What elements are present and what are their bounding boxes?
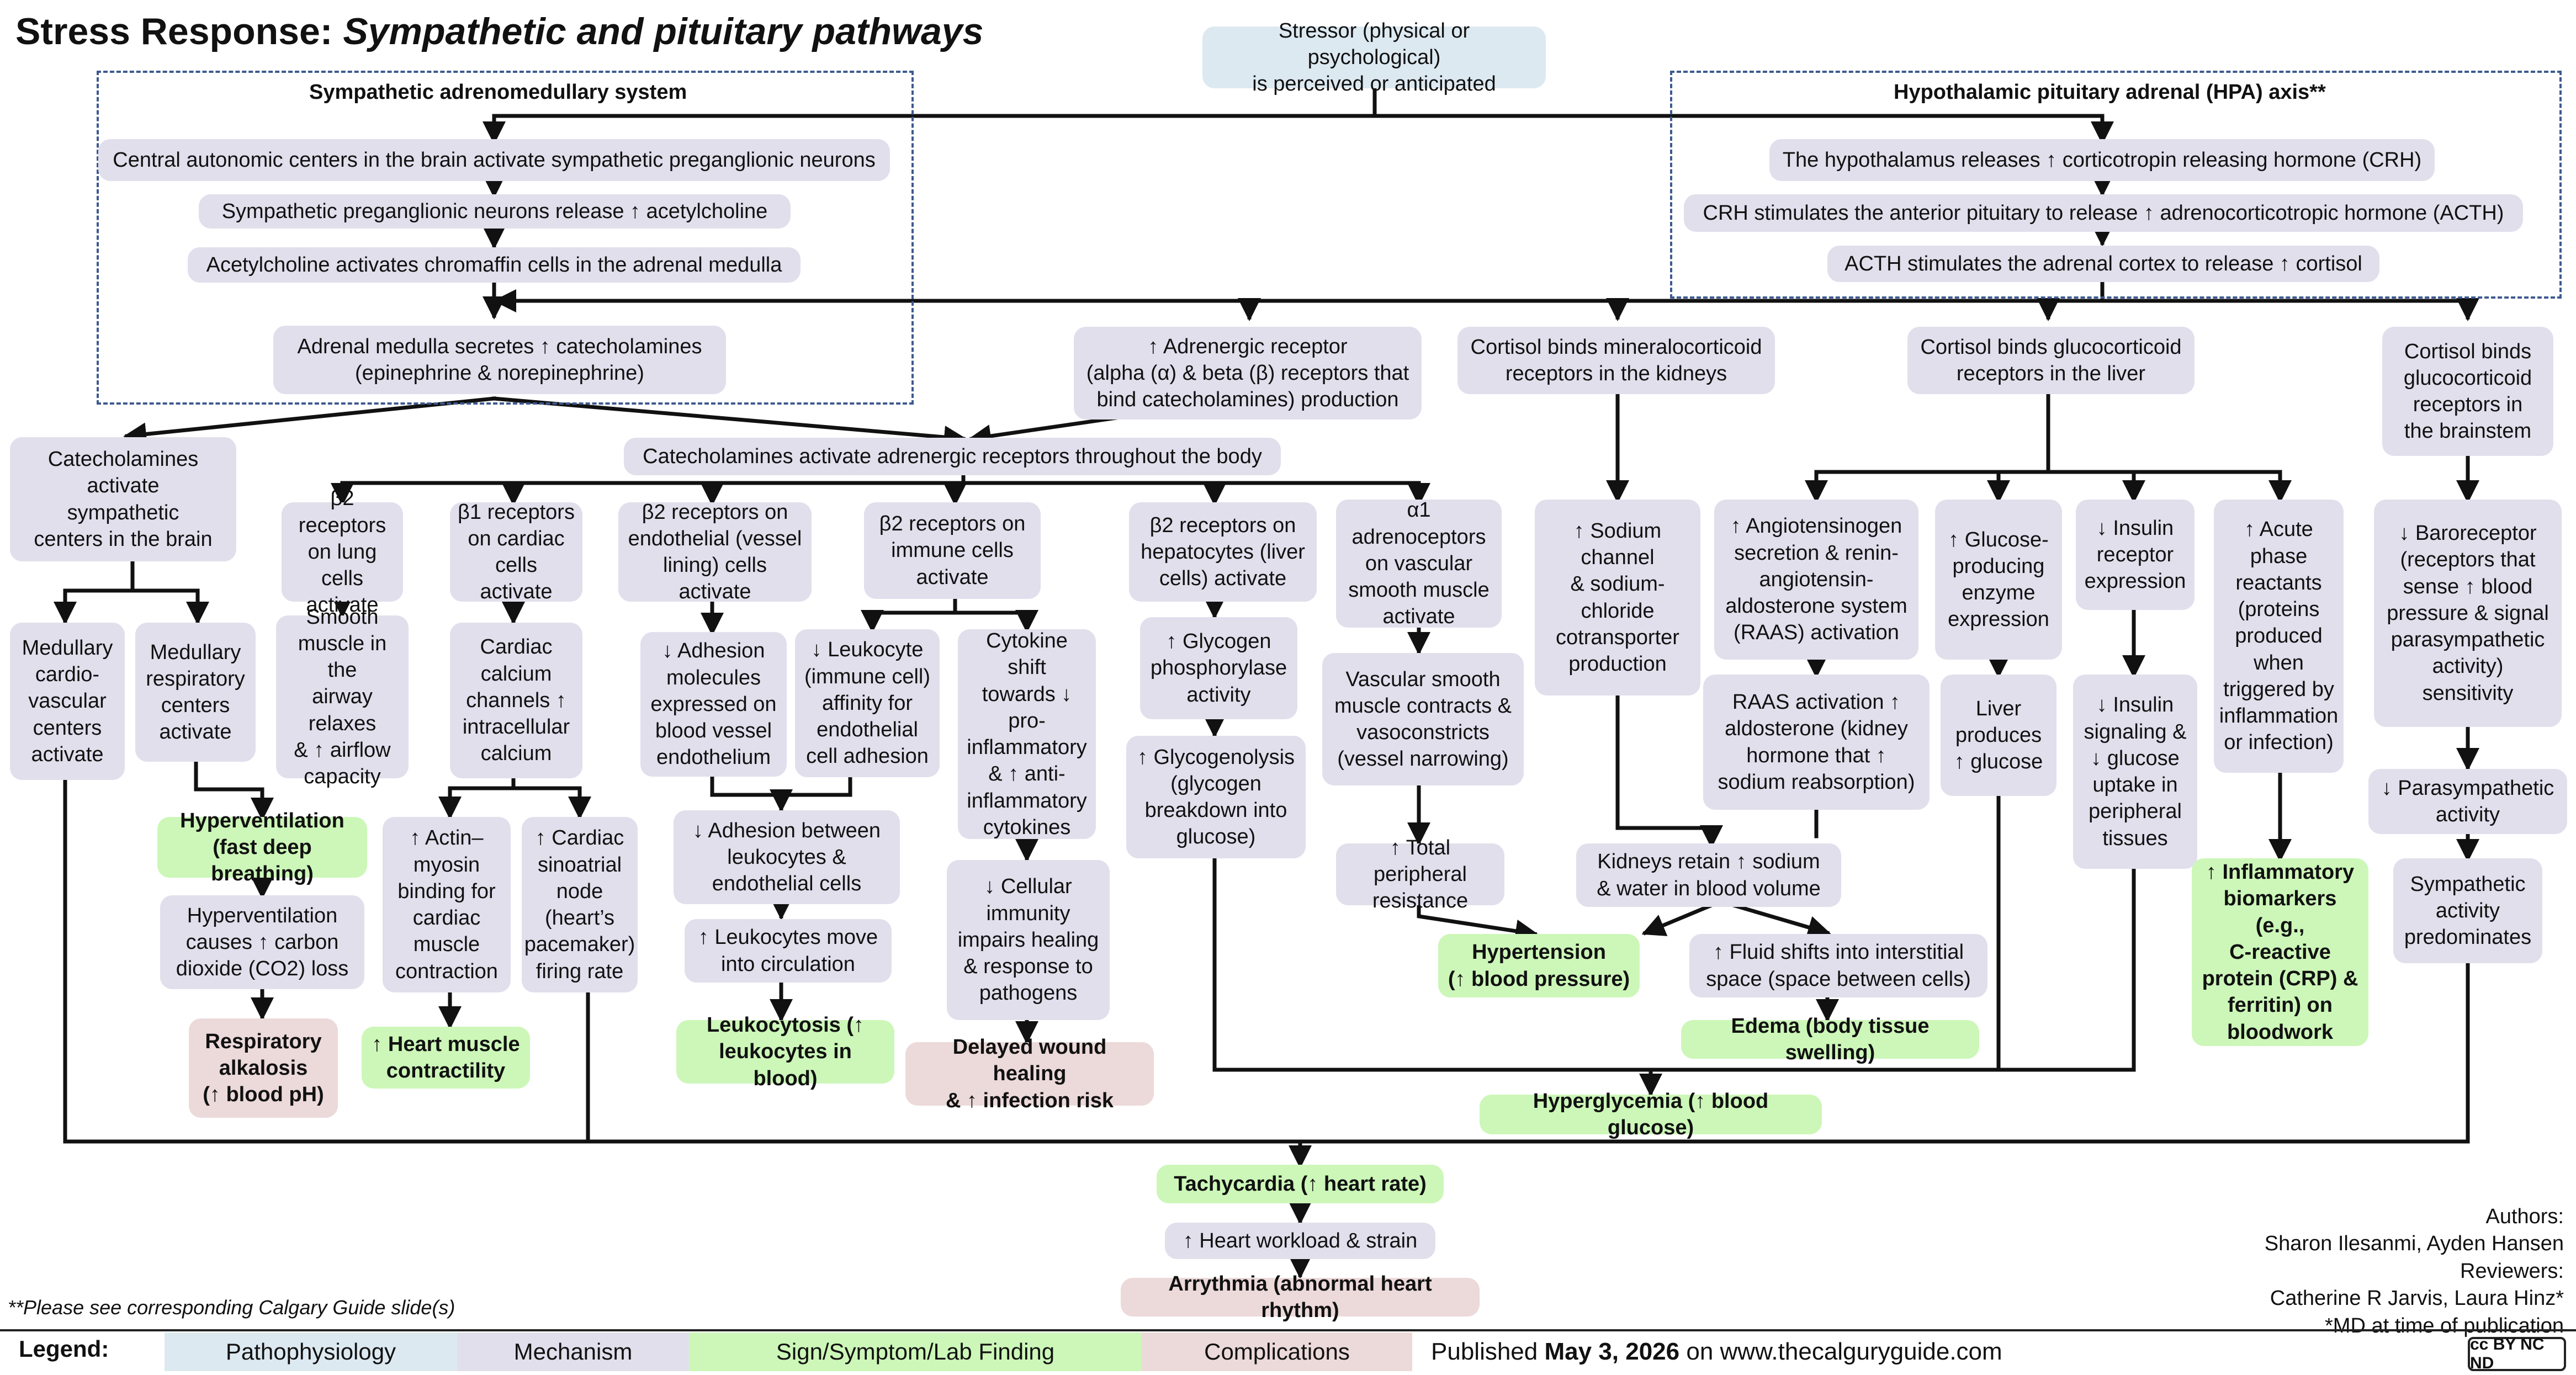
sympathetic-predominates-node: Sympathetic activity predominates — [2393, 858, 2542, 963]
leukocyte-affinity-node: ↓ Leukocyte (immune cell) affinity for e… — [795, 629, 940, 777]
legend-label: Legend: — [19, 1336, 109, 1362]
glycogenolysis-node: ↑ Glycogenolysis (glycogen breakdown int… — [1126, 736, 1306, 858]
legend-pathophysiology: Pathophysiology — [165, 1332, 457, 1371]
cortisol-gluco-liver-node: Cortisol binds glucocorticoid receptors … — [1907, 327, 2195, 394]
fluid-shifts-node: ↑ Fluid shifts into interstitial space (… — [1689, 934, 1987, 997]
total-peripheral-node: ↑ Total peripheral resistance — [1336, 836, 1504, 912]
legend-sign: Sign/Symptom/Lab Finding — [689, 1332, 1142, 1371]
license-badge[interactable]: cc BY NC ND — [2468, 1335, 2566, 1372]
heart-workload-node: ↑ Heart workload & strain — [1165, 1223, 1435, 1259]
cortisol-mineralo-node: Cortisol binds mineralocorticoid recepto… — [1457, 327, 1775, 394]
b1-cardiac-node: β1 receptors on cardiac cells activate — [450, 501, 582, 603]
legend-bar — [0, 1329, 2576, 1375]
raas-aldosterone-node: RAAS activation ↑ aldosterone (kidney ho… — [1703, 675, 1930, 810]
adrenal-medulla-node: Adrenal medulla secretes ↑ catecholamine… — [273, 326, 726, 394]
legend-mechanism: Mechanism — [457, 1332, 689, 1371]
cytokine-shift-node: Cytokine shift towards ↓ pro- inflammato… — [958, 629, 1096, 839]
catecholamines-brain-node: Catecholamines activate sympathetic cent… — [10, 437, 236, 561]
medullary-cardio-node: Medullary cardio- vascular centers activ… — [10, 623, 125, 780]
sinoatrial-node: ↑ Cardiac sinoatrial node (heart’s pacem… — [522, 817, 638, 992]
footnote: **Please see corresponding Calgary Guide… — [8, 1296, 455, 1319]
delayed-healing-complication: Delayed wound healing & ↑ infection risk — [905, 1036, 1154, 1112]
hypertension-sign: Hypertension (↑ blood pressure) — [1438, 934, 1640, 997]
medullary-resp-node: Medullary respiratory centers activate — [135, 623, 256, 762]
sodium-channel-node: ↑ Sodium channel & sodium- chloride cotr… — [1535, 500, 1700, 696]
authors-block: Authors: Sharon Ilesanmi, Ayden Hansen R… — [2264, 1205, 2564, 1337]
central-autonomic-node: Central autonomic centers in the brain a… — [98, 139, 890, 181]
cortisol-brainstem-node: Cortisol binds glucocorticoid receptors … — [2382, 327, 2553, 456]
kidneys-retain-node: Kidneys retain ↑ sodium & water in blood… — [1576, 843, 1841, 907]
liver-glucose-node: Liver produces ↑ glucose — [1941, 675, 2056, 796]
page-title: Stress Response: Sympathetic and pituita… — [15, 10, 984, 52]
cardiac-calcium-node: Cardiac calcium channels ↑ intracellular… — [450, 623, 582, 778]
insulin-receptor-node: ↓ Insulin receptor expression — [2076, 500, 2195, 610]
hyperventilation-causes-node: Hyperventilation causes ↑ carbon dioxide… — [160, 895, 364, 989]
legend-complications: Complications — [1142, 1332, 1412, 1371]
heart-contractility-sign: ↑ Heart muscle contractility — [362, 1027, 530, 1089]
acute-phase-node: ↑ Acute phase reactants (proteins produc… — [2214, 500, 2344, 773]
hypothalamus-crh-node: The hypothalamus releases ↑ corticotropi… — [1769, 139, 2435, 181]
leukocytes-move-node: ↑ Leukocytes move into circulation — [685, 919, 892, 983]
hpa-section-box — [1670, 71, 2562, 299]
adhesion-between-node: ↓ Adhesion between leukocytes & endothel… — [674, 810, 900, 904]
hpa-section-title: Hypothalamic pituitary adrenal (HPA) axi… — [1894, 81, 2326, 104]
respiratory-alkalosis-complication: Respiratory alkalosis (↑ blood pH) — [189, 1018, 338, 1118]
adhesion-molecules-node: ↓ Adhesion molecules expressed on blood … — [640, 632, 787, 777]
tachycardia-sign: Tachycardia (↑ heart rate) — [1157, 1165, 1444, 1203]
glycogen-phosphorylase-node: ↑ Glycogen phosphorylase activity — [1140, 617, 1297, 719]
edema-sign: Edema (body tissue swelling) — [1681, 1015, 1979, 1064]
b2-immune-node: β2 receptors on immune cells activate — [864, 502, 1041, 599]
baroreceptor-node: ↓ Baroreceptor (receptors that sense ↑ b… — [2374, 500, 2562, 727]
b2-lung-node: β2 receptors on lung cells activate — [282, 487, 403, 617]
glucose-enzyme-node: ↑ Glucose- producing enzyme expression — [1935, 500, 2062, 660]
leukocytosis-sign: Leukocytosis (↑ leukocytes in blood) — [676, 1013, 894, 1090]
arrythmia-complication: Arrythmia (abnormal heart rhythm) — [1121, 1272, 1480, 1322]
hyperventilation-sign: Hyperventilation (fast deep breathing) — [157, 809, 367, 885]
b2-hepatocytes-node: β2 receptors on hepatocytes (liver cells… — [1129, 502, 1317, 602]
inflammatory-biomarkers-sign: ↑ Inflammatory biomarkers (e.g., C-react… — [2192, 858, 2368, 1046]
b2-endothelial-node: β2 receptors on endothelial (vessel lini… — [618, 501, 812, 603]
vascular-smooth-node: Vascular smooth muscle contracts & vasoc… — [1322, 653, 1524, 785]
ach-chromaffin-node: Acetylcholine activates chromaffin cells… — [188, 247, 801, 283]
sympathetic-section-box — [97, 71, 914, 405]
cellular-immunity-node: ↓ Cellular immunity impairs healing & re… — [947, 860, 1110, 1020]
angiotensinogen-node: ↑ Angiotensinogen secretion & renin- ang… — [1714, 500, 1918, 660]
sympathetic-section-title: Sympathetic adrenomedullary system — [309, 81, 687, 104]
adrenergic-receptor-node: ↑ Adrenergic receptor (alpha (α) & beta … — [1074, 327, 1422, 420]
a1-adrenoceptors-node: α1 adrenoceptors on vascular smooth musc… — [1336, 498, 1502, 628]
parasympathetic-node: ↓ Parasympathetic activity — [2368, 769, 2567, 834]
acth-cortisol-node: ACTH stimulates the adrenal cortex to re… — [1827, 246, 2379, 282]
published-line: Published May 3, 2026 on www.thecalguryg… — [1431, 1338, 2002, 1365]
catecholamines-throughout-node: Catecholamines activate adrenergic recep… — [624, 438, 1281, 475]
actin-myosin-node: ↑ Actin– myosin binding for cardiac musc… — [383, 817, 511, 992]
crh-acth-node: CRH stimulates the anterior pituitary to… — [1684, 194, 2523, 232]
insulin-signaling-node: ↓ Insulin signaling & ↓ glucose uptake i… — [2073, 675, 2197, 869]
preganglionic-ach-node: Sympathetic preganglionic neurons releas… — [199, 194, 791, 229]
smooth-airway-node: Smooth muscle in the airway relaxes & ↑ … — [276, 606, 409, 788]
hyperglycemia-sign: Hyperglycemia (↑ blood glucose) — [1480, 1090, 1822, 1139]
stressor-node: Stressor (physical or psychological) is … — [1202, 19, 1546, 95]
